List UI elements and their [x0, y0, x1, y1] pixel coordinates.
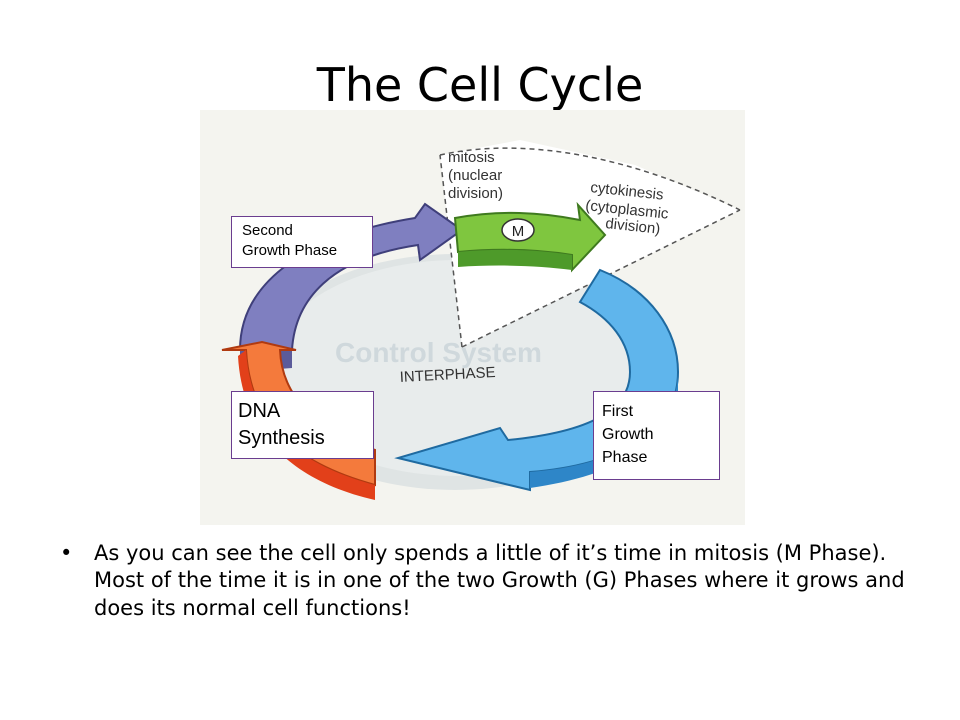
bullet-icon: •	[60, 541, 73, 565]
m-phase-label: M	[512, 223, 525, 240]
control-system-watermark: Control System	[335, 337, 542, 368]
wedge-arc	[439, 147, 741, 211]
slide-title: The Cell Cycle	[316, 58, 644, 112]
dna-synthesis-line-1: DNA	[238, 400, 281, 422]
second-growth-line-2: Growth Phase	[242, 242, 338, 260]
first-growth-phase-box: First Growth Phase	[593, 391, 720, 480]
first-growth-line-2: Growth	[602, 426, 654, 444]
mitosis-arrow-side	[458, 249, 572, 270]
g2-arrow	[238, 202, 464, 351]
second-growth-line-1: Second	[242, 222, 293, 239]
dna-synthesis-line-2: Synthesis	[238, 427, 325, 449]
interphase-label: INTERPHASE	[399, 364, 496, 386]
mitosis-text-2: (nuclear	[448, 167, 502, 184]
mitosis-text-1: mitosis	[448, 149, 495, 166]
bullet-text: As you can see the cell only spends a li…	[94, 541, 905, 620]
cytokinesis-text-3: division)	[605, 215, 662, 238]
dna-synthesis-box: DNA Synthesis	[231, 391, 374, 459]
second-growth-phase-box: Second Growth Phase	[231, 216, 373, 268]
mitosis-text-3: division)	[448, 185, 503, 202]
m-phase-circle	[501, 218, 535, 242]
first-growth-line-3: Phase	[602, 449, 648, 467]
first-growth-line-1: First	[602, 403, 634, 420]
